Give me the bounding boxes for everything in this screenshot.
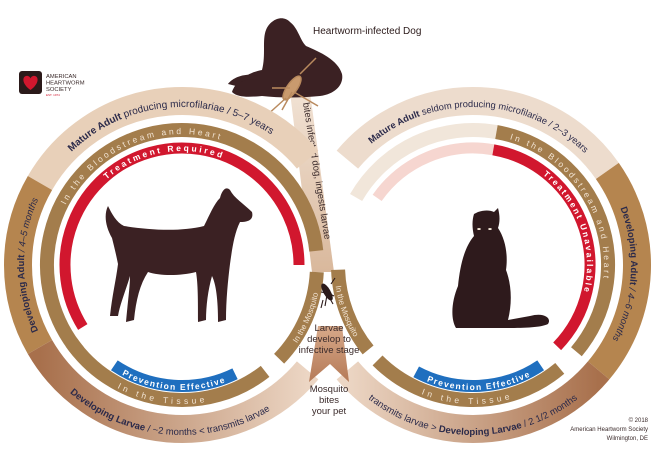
heart-icon [23, 75, 38, 90]
mosquito-ring [273, 271, 324, 364]
mature-adult-band [336, 87, 619, 180]
infected-dog-title: Heartworm-infected Dog [313, 26, 421, 37]
tissue-ring [65, 338, 270, 407]
developing-adult-band [4, 176, 53, 354]
dog-silhouette [105, 188, 253, 322]
mosquito-bites-text: Mosquito bites your pet [310, 384, 349, 417]
larvae-line: infective stage [299, 345, 360, 356]
bite-line: your pet [312, 406, 347, 417]
bloodstream-ring [495, 125, 616, 357]
credit-line: © 2018 [629, 417, 649, 424]
larvae-line: develop to [307, 334, 351, 345]
developing-larvae-band [27, 339, 319, 443]
mature-adult-band [27, 87, 319, 191]
prevention-band [413, 360, 545, 392]
logo-text: AMERICAN [46, 74, 77, 80]
treatment-ring [492, 144, 596, 351]
bloodstream-ring-faded [350, 123, 498, 202]
ahs-logo: AMERICAN HEARTWORM SOCIETY EST. 1974 [19, 71, 85, 97]
cat-eye [477, 228, 481, 230]
cat-eye [488, 228, 492, 230]
logo-text: HEARTWORM [46, 81, 85, 87]
larvae-develop-text: Larvae develop to infective stage [299, 323, 360, 356]
developing-adult-band [587, 162, 651, 380]
mosquito-center-icon [320, 277, 336, 309]
bite-line: bites [319, 395, 339, 406]
cat-cycle [331, 87, 651, 443]
cat-silhouette [452, 208, 550, 328]
logo-text: SOCIETY [46, 87, 72, 93]
logo-est: EST. 1974 [46, 93, 60, 97]
bite-line: Mosquito [310, 384, 349, 395]
treatment-ring [59, 142, 305, 330]
prevention-band [110, 360, 238, 392]
mosquito-ring [331, 269, 374, 355]
copyright-credit: © 2018 American Heartworm Society Wilmin… [570, 417, 648, 442]
credit-line: American Heartworm Society [570, 427, 648, 433]
treatment-ring-faded [372, 142, 495, 202]
infected-dog-silhouette [228, 18, 343, 98]
credit-line: Wilmington, DE [607, 436, 648, 442]
tissue-ring [372, 355, 565, 407]
bloodstream-ring [40, 123, 324, 357]
larvae-line: Larvae [314, 323, 343, 334]
larvae-develop-shape [309, 326, 349, 382]
developing-larvae-band [336, 361, 610, 443]
dog-cycle [4, 87, 324, 443]
